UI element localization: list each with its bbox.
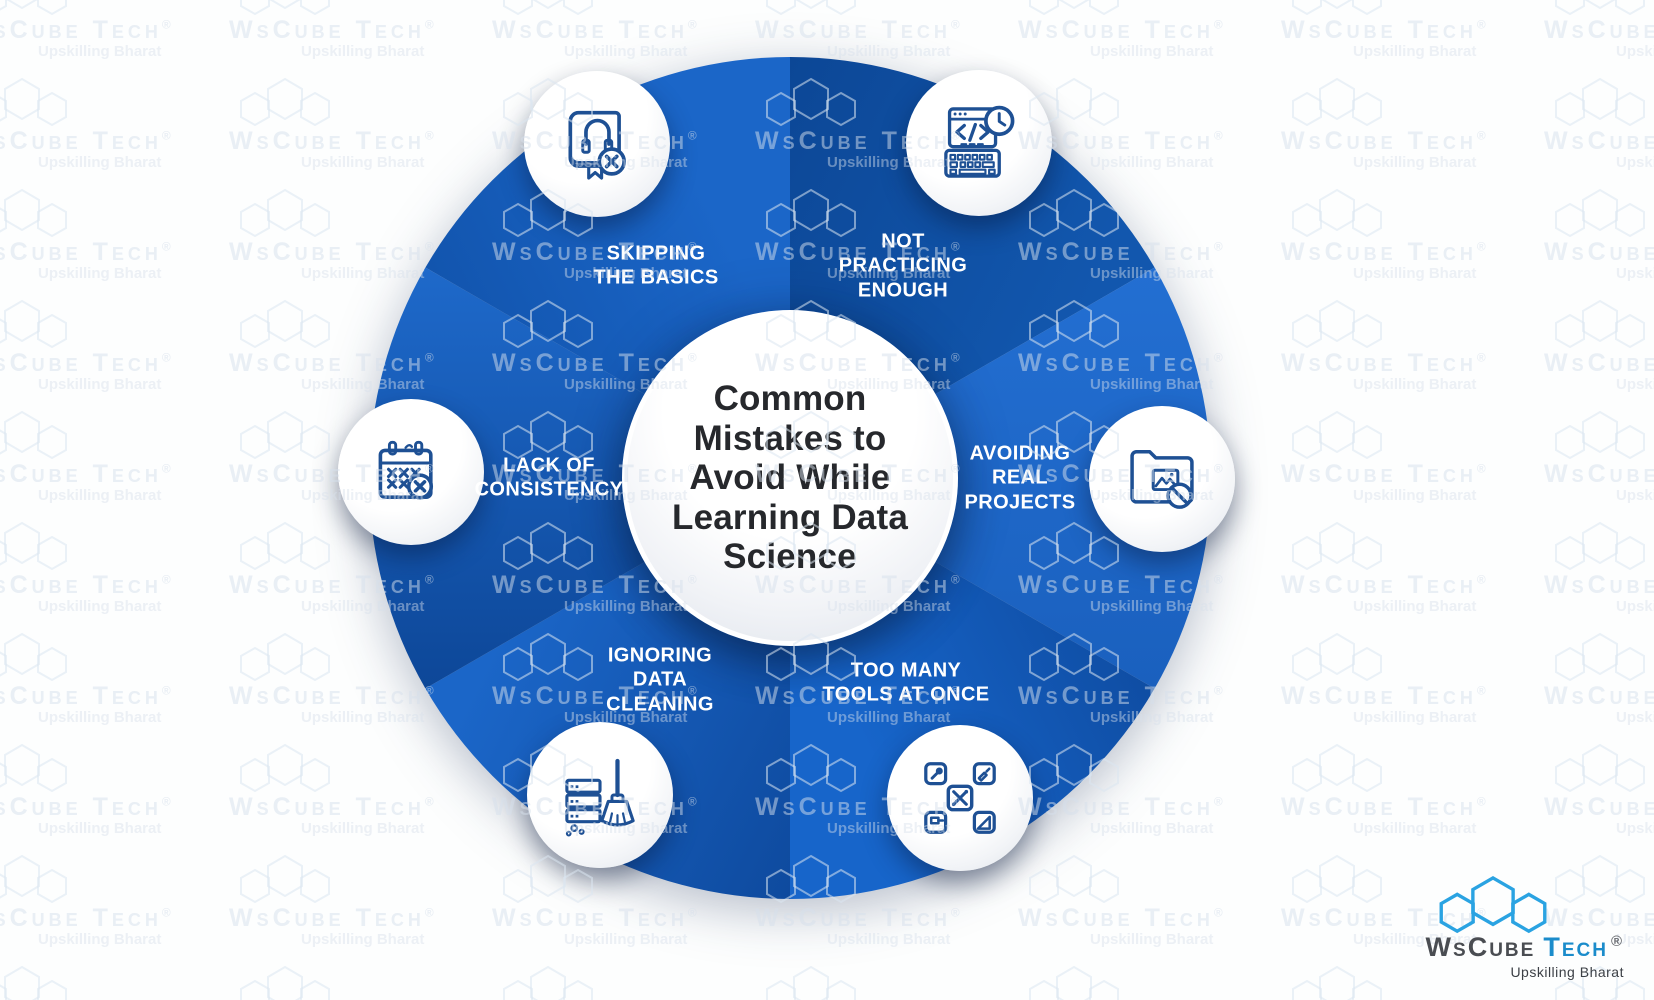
label-avoiding-real-projects: AVOIDING REAL PROJECTS <box>964 442 1076 514</box>
node-ignoring-data-cleaning <box>527 722 673 868</box>
label-lack-of-consistency: LACK OF CONSISTENCY <box>474 454 624 501</box>
book-x-icon <box>568 110 626 180</box>
segment-lack-of-consistency <box>369 267 790 689</box>
label-too-many-tools-at-once: TOO MANY TOOLS AT ONCE <box>822 659 990 706</box>
database-broom-icon <box>565 758 635 837</box>
logo-brand-secondary: Tech <box>1543 932 1608 962</box>
center-circle: Common Mistakes to Avoid While Learning … <box>622 310 958 646</box>
registered-mark-icon: ® <box>1610 933 1624 950</box>
node-avoiding-real-projects <box>1089 406 1235 552</box>
logo-tagline: Upskilling Bharat <box>1510 964 1624 980</box>
code-keyboard-clock-icon <box>944 105 1015 178</box>
node-lack-of-consistency <box>338 399 484 545</box>
node-skipping-the-basics <box>524 71 670 217</box>
logo-brand-primary: WsCube <box>1425 932 1536 962</box>
tools-grid-icon <box>924 762 996 834</box>
folder-blocked-icon <box>1130 449 1194 509</box>
label-ignoring-data-cleaning: IGNORING DATA CLEANING <box>606 644 714 716</box>
segment-avoiding-real-projects <box>790 267 1211 689</box>
node-too-many-tools-at-once <box>887 725 1033 871</box>
calendar-x-icon <box>378 440 434 500</box>
label-skipping-the-basics: SKIPPING THE BASICS <box>593 242 719 289</box>
wheel-title: Common Mistakes to Avoid While Learning … <box>672 379 908 577</box>
label-not-practicing-enough: NOT PRACTICING ENOUGH <box>838 230 968 302</box>
node-not-practicing-enough <box>906 70 1052 216</box>
hexagons-icon <box>1439 876 1547 934</box>
